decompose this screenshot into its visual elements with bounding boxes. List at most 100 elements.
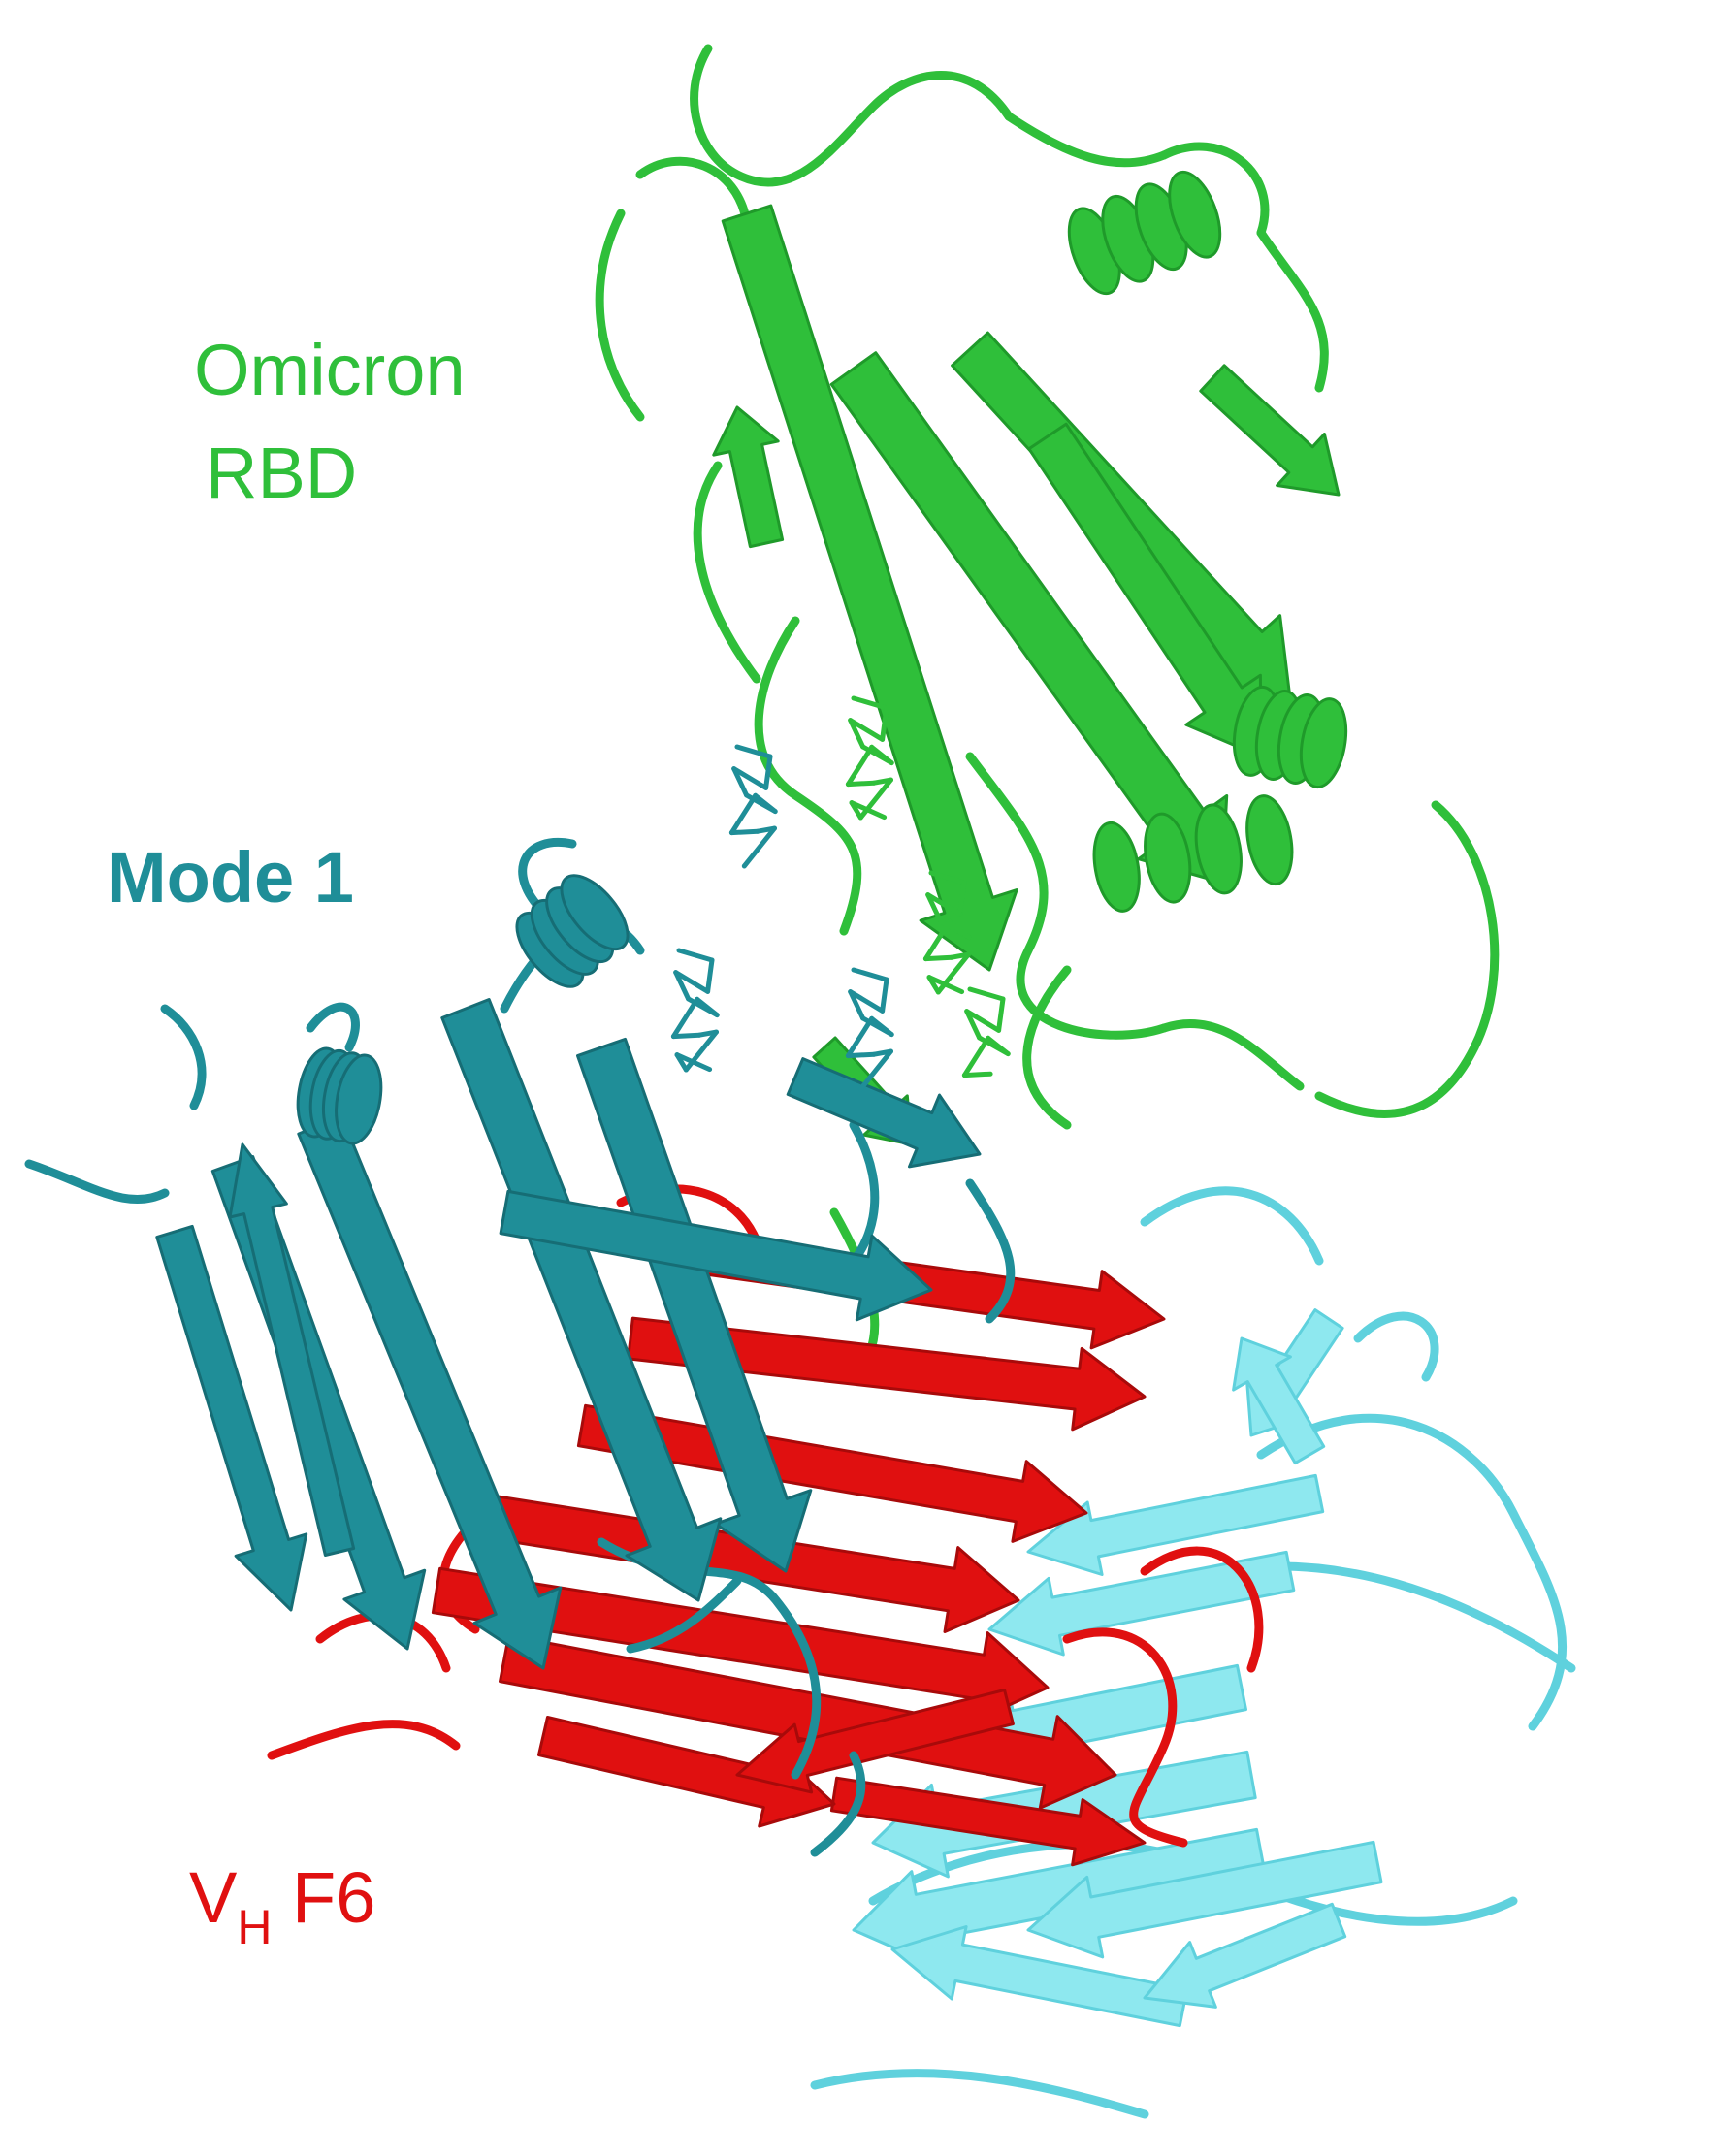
rbd-sidechain bbox=[845, 744, 875, 788]
mode1-ribbon bbox=[24, 838, 1016, 1857]
rbd-loop bbox=[1256, 228, 1329, 393]
mode1-loop bbox=[306, 1002, 360, 1052]
rbd-ribbon bbox=[595, 44, 1500, 1382]
rbd-sidechain bbox=[964, 1009, 1002, 1033]
mode1-strand bbox=[786, 1057, 982, 1169]
mode1-sidechain bbox=[753, 792, 778, 815]
mode1-sidechain bbox=[731, 766, 750, 798]
rbd-helix bbox=[1299, 697, 1348, 789]
rbd-helix bbox=[1144, 812, 1192, 904]
rbd-sidechain bbox=[880, 705, 889, 742]
rbd-loop bbox=[1022, 965, 1072, 1130]
rbd-strand bbox=[721, 204, 1018, 972]
mode1-sidechain bbox=[695, 996, 720, 1018]
rbd-loop bbox=[693, 461, 761, 684]
mode1-sidechain bbox=[676, 948, 715, 963]
rbd-loop bbox=[1159, 142, 1270, 238]
mode1-strand bbox=[155, 1224, 308, 1612]
vh-strand bbox=[829, 1776, 1147, 1867]
mode1-sidechain bbox=[851, 967, 889, 982]
mode1-sidechain bbox=[728, 828, 760, 836]
omicron-label: Omicron bbox=[194, 330, 466, 410]
mode1-sidechain bbox=[741, 825, 777, 869]
mode1-sidechain bbox=[670, 996, 700, 1040]
mode1-helix bbox=[335, 1053, 383, 1145]
rbd-label: RBD bbox=[206, 433, 358, 513]
rbd-loop bbox=[635, 156, 752, 228]
rbd-helix bbox=[1194, 803, 1243, 895]
light-chain-strand bbox=[1232, 1336, 1326, 1465]
mode1-loop bbox=[518, 838, 577, 917]
light-chain-loop bbox=[810, 2069, 1149, 2119]
mode1-sidechain bbox=[848, 989, 866, 1021]
rbd-loop bbox=[690, 44, 1014, 187]
mode1-strand bbox=[499, 1189, 933, 1322]
mode1-loop bbox=[24, 1159, 170, 1205]
interface-sticks bbox=[670, 695, 1011, 1092]
rbd-loop bbox=[1159, 1018, 1305, 1091]
rbd-sidechain bbox=[848, 718, 886, 742]
mode1-sidechain bbox=[848, 989, 886, 1014]
vh-strand bbox=[461, 1490, 1020, 1633]
light-chain-loop bbox=[1140, 1186, 1324, 1266]
rbd-sidechain bbox=[996, 996, 1006, 1033]
rbd-helix bbox=[1092, 821, 1141, 913]
rbd-sidechain bbox=[957, 880, 967, 917]
omicron-rbd-label: Omicron RBD bbox=[194, 335, 466, 509]
light-chain-loop bbox=[1353, 1311, 1439, 1382]
mode1-sidechain bbox=[845, 1015, 875, 1059]
rbd-strand bbox=[712, 405, 785, 549]
mode1-sidechain bbox=[705, 957, 715, 994]
rbd-sidechain bbox=[961, 1035, 991, 1078]
rbd-strand bbox=[1199, 364, 1341, 497]
mode1-sidechain bbox=[673, 970, 692, 1002]
mode1-sidechain bbox=[763, 754, 773, 790]
vh-f6-label: VH F6 bbox=[189, 1862, 375, 1954]
rbd-loop bbox=[1314, 800, 1500, 1118]
rbd-sidechain bbox=[925, 892, 963, 917]
rbd-helix bbox=[1245, 794, 1294, 886]
rbd-sidechain bbox=[848, 718, 866, 750]
rbd-sidechain bbox=[928, 870, 967, 885]
rbd-sidechain bbox=[947, 918, 972, 941]
rbd-sidechain bbox=[922, 954, 954, 962]
mode1-strand bbox=[440, 998, 723, 1602]
rbd-helix bbox=[1168, 170, 1222, 259]
vh-strand bbox=[499, 1633, 1117, 1810]
rbd-sidechain bbox=[869, 744, 894, 766]
vh-letter: V bbox=[189, 1857, 238, 1938]
mode1-sidechain bbox=[670, 1032, 702, 1040]
mode1-sidechain bbox=[728, 792, 759, 836]
rbd-sidechain bbox=[845, 780, 877, 788]
vh-loop bbox=[1062, 1627, 1188, 1848]
vh-subscript: H bbox=[237, 1900, 273, 1954]
rbd-sidechain bbox=[986, 1035, 1011, 1057]
vh-strand bbox=[735, 1689, 1015, 1794]
rbd-sidechain bbox=[964, 1009, 983, 1041]
mode1-strand bbox=[297, 1114, 563, 1670]
mode1-sidechain bbox=[880, 977, 889, 1014]
rbd-loop bbox=[1004, 112, 1169, 168]
mode1-sidechain bbox=[731, 766, 769, 790]
mode1-loop bbox=[810, 1751, 866, 1857]
rbd-sidechain bbox=[926, 975, 965, 995]
light-chain-ribbon bbox=[810, 1186, 1576, 2119]
mode1-helix bbox=[560, 874, 630, 951]
mode1-sidechain bbox=[734, 744, 773, 759]
mode1-loop bbox=[965, 1178, 1016, 1324]
rbd-loop bbox=[965, 752, 1169, 1040]
mode1-label: Mode 1 bbox=[107, 837, 354, 917]
rbd-sidechain bbox=[849, 800, 888, 821]
rbd-sidechain bbox=[961, 1071, 993, 1078]
mode1-sidechain bbox=[674, 1052, 713, 1073]
rbd-loop bbox=[595, 209, 645, 422]
rbd-sidechain bbox=[967, 986, 1006, 1002]
light-chain-strand bbox=[1143, 1902, 1347, 2009]
mode1-strand bbox=[228, 1142, 356, 1557]
vh-loop bbox=[267, 1720, 461, 1760]
mode1-loop bbox=[626, 1576, 742, 1654]
vh-loop bbox=[1140, 1546, 1264, 1673]
rbd-loop bbox=[754, 616, 862, 936]
rbd-sidechain bbox=[922, 918, 953, 962]
mode1-sidechain bbox=[857, 1048, 893, 1092]
